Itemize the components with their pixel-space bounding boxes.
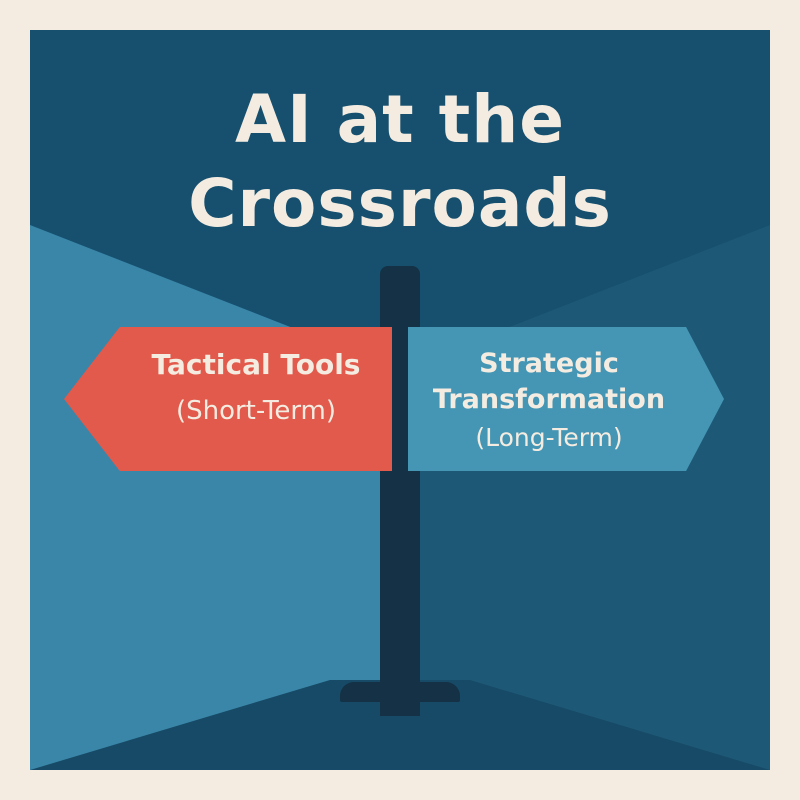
road-floor	[30, 680, 770, 770]
sign-left-label: Tactical Tools	[151, 348, 361, 381]
signpost-base	[340, 682, 460, 702]
sign-tactical-tools: Tactical Tools (Short-Term)	[64, 327, 392, 471]
sign-strategic-transformation: Strategic Transformation (Long-Term)	[408, 327, 724, 471]
sign-left-sublabel: (Short-Term)	[175, 396, 337, 426]
title-line-2: Crossroads	[188, 165, 612, 242]
sign-right-label-line-1: Strategic	[479, 348, 619, 379]
title-line-1: AI at the	[235, 81, 565, 158]
sign-right-sublabel: (Long-Term)	[475, 423, 623, 452]
page-title: AI at the Crossroads	[30, 78, 770, 246]
poster-frame: AI at the Crossroads Tactical Tools (Sho…	[30, 30, 770, 770]
sign-right-label-line-2: Transformation	[432, 384, 666, 415]
